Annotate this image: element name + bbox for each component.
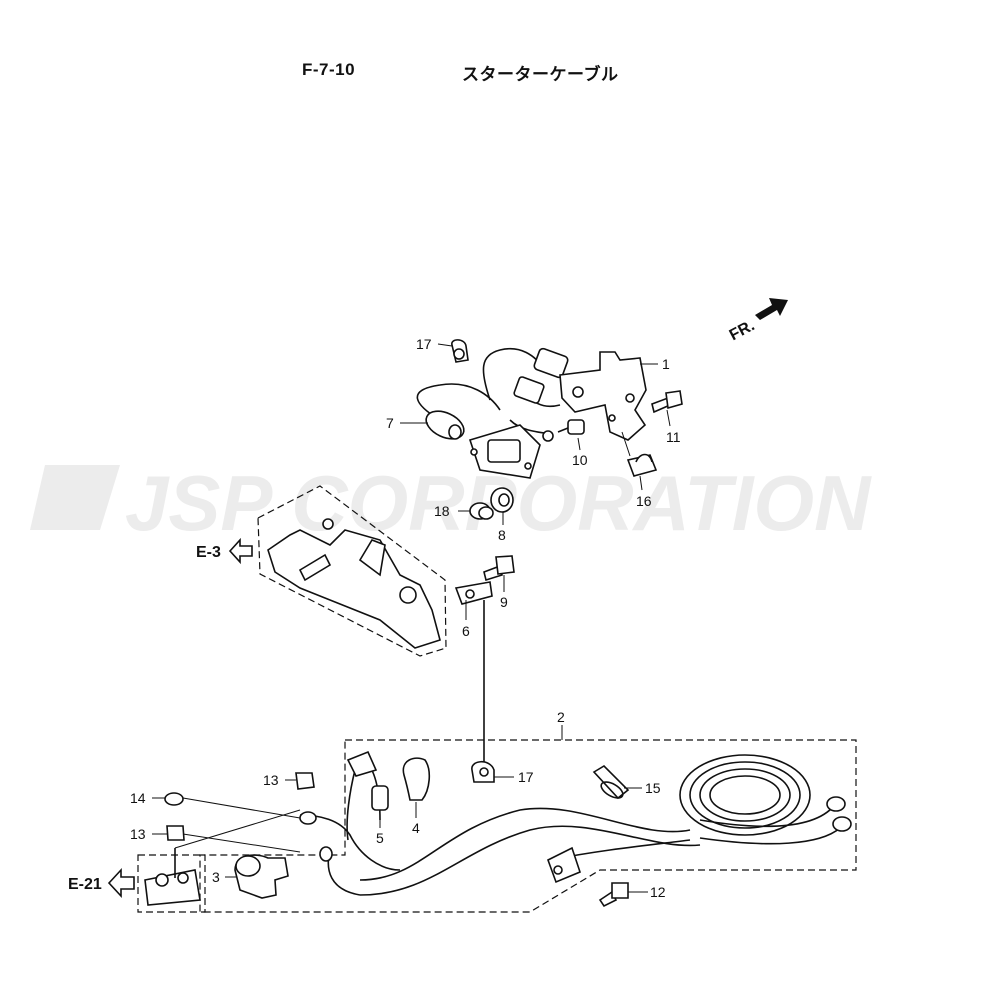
washer-14 (164, 792, 184, 806)
clamp-16 (626, 453, 658, 477)
front-direction-indicator: FR. (727, 298, 788, 344)
terminal-cover-3 (234, 854, 289, 899)
part-label-12: 12 (650, 884, 666, 900)
part-label-5: 5 (376, 830, 384, 846)
bolt-9 (483, 555, 515, 582)
part-label-17-lower: 17 (518, 769, 534, 785)
clip-17-lower (471, 760, 495, 783)
part-label-17-upper: 17 (416, 336, 432, 352)
cable-tie-15 (592, 764, 630, 800)
part-label-1: 1 (662, 356, 670, 372)
e21-reference-group (137, 848, 206, 913)
bracket-part-1 (559, 351, 647, 441)
battery-cable-left (299, 750, 401, 896)
bolt-11 (651, 390, 683, 414)
part-label-18: 18 (434, 503, 450, 519)
terminal-cover-5 (371, 785, 389, 811)
diagram-code: F-7-10 (302, 60, 356, 79)
grommet-8 (490, 487, 514, 513)
leader-lines (152, 343, 671, 893)
part-label-2: 2 (557, 709, 565, 725)
arrow-left-icon (107, 867, 135, 899)
part-label-15: 15 (645, 780, 661, 796)
watermark: JSP CORPORATION (30, 459, 872, 547)
part-label-13-upper: 13 (263, 772, 279, 788)
e21-link[interactable]: E-21 (68, 867, 135, 899)
part-label-7: 7 (386, 415, 394, 431)
nut-13-lower (166, 825, 185, 841)
diagram-title: スターターケーブル (462, 65, 619, 84)
terminal-6 (454, 581, 493, 605)
part-label-8: 8 (498, 527, 506, 543)
part-label-11: 11 (666, 429, 681, 445)
grommet-10 (557, 419, 585, 435)
cable-assembly-frame (199, 739, 857, 913)
part-label-4: 4 (412, 820, 420, 836)
arrow-left-icon (228, 537, 253, 565)
part-label-6: 6 (462, 623, 470, 639)
part-label-13-lower: 13 (130, 826, 146, 842)
nut-13-upper (295, 772, 315, 790)
front-label: FR. (727, 317, 758, 344)
harness-upper (416, 347, 569, 479)
e3-label: E-3 (196, 544, 221, 561)
e21-label: E-21 (68, 876, 102, 893)
starter-cable-coil (359, 754, 852, 896)
part-label-16: 16 (636, 493, 652, 509)
clip-17-upper (451, 339, 469, 363)
e3-link[interactable]: E-3 (196, 537, 253, 565)
part-label-3: 3 (212, 869, 220, 885)
bolt-12 (598, 882, 629, 908)
terminal-cover-4 (402, 757, 431, 801)
watermark-logo-mark (30, 465, 120, 530)
grommet-18 (469, 502, 494, 520)
part-label-10: 10 (572, 452, 588, 468)
part-label-9: 9 (500, 594, 508, 610)
e3-reference-group (257, 485, 447, 657)
part-label-14: 14 (130, 790, 146, 806)
front-arrow-icon (755, 298, 788, 320)
